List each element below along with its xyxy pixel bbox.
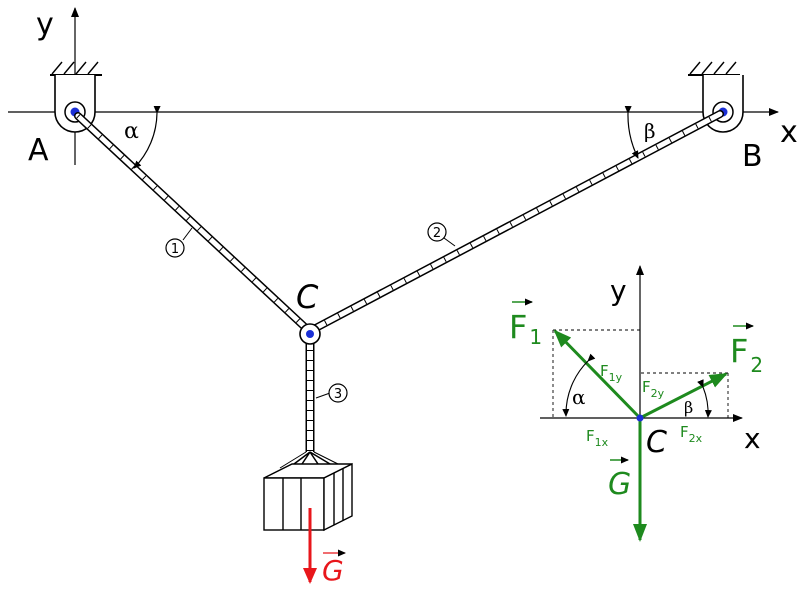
support-b: B (688, 61, 763, 174)
node-c: C (296, 278, 321, 345)
beta-main-label: β (644, 119, 656, 143)
f2x-label: F2x (680, 423, 703, 445)
main-y-label: y (36, 7, 54, 42)
rope-2-number: 2 (433, 226, 441, 241)
rope-1-number: 1 (171, 242, 179, 257)
fbd-beta-arc (697, 379, 712, 418)
angle-beta-main: β (624, 105, 656, 159)
hanging-load-box (263, 451, 353, 532)
fbd-x-label: x (744, 422, 761, 455)
f2-sub: 2 (750, 353, 763, 377)
rope-callouts: 1 2 3 (165, 222, 456, 403)
fbd-c-label: C (646, 425, 667, 460)
angle-alpha-main: α (124, 105, 161, 169)
alpha-main-label: α (124, 119, 139, 144)
fbd-node-dot (636, 414, 644, 422)
fbd-alpha-arc (562, 353, 596, 417)
rope-2 (308, 110, 724, 334)
f1-main: F (509, 308, 527, 346)
fbd-beta-label: β (684, 398, 693, 417)
fbd-alpha-label: α (572, 385, 586, 409)
f1x-label: F1x (586, 427, 609, 449)
point-b-label: B (742, 139, 763, 174)
f1-sub: 1 (529, 325, 542, 349)
main-x-label: x (780, 115, 798, 150)
gravity-label-main: G (322, 554, 344, 587)
point-c-label: C (296, 278, 319, 316)
point-a-label: A (28, 133, 49, 168)
f1-arrow (553, 329, 642, 420)
f1y-label: F1y (600, 362, 623, 384)
svg-text:F2: F2 (730, 332, 763, 377)
fbd-g-text: G (608, 467, 631, 502)
f2-main: F (730, 332, 748, 370)
g-label: G (608, 456, 631, 502)
rope-1 (74, 112, 312, 334)
rope-3-number: 3 (334, 387, 342, 402)
fbd-y-label: y (610, 274, 627, 307)
gravity-force-main: G (303, 508, 346, 587)
joint-c-dot (306, 330, 314, 338)
f2y-label: F2y (642, 378, 665, 400)
support-a: A (28, 61, 102, 168)
svg-text:F1: F1 (509, 308, 542, 349)
